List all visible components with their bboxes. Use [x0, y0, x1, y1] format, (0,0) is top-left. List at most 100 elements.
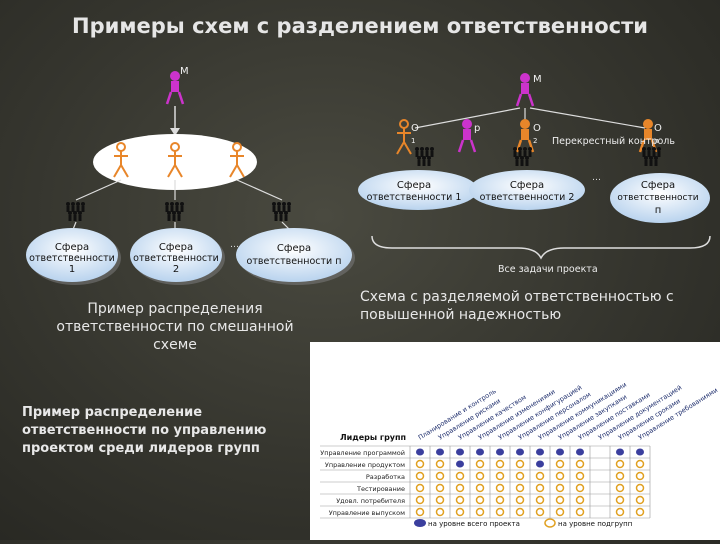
matrix-mark-subgroup	[635, 471, 645, 481]
officer-sub: 2	[533, 137, 537, 145]
right-diagram: М О 1 р О 2 О п Перекрестный контроль … …	[358, 71, 711, 275]
matrix-mark-subgroup	[455, 507, 465, 517]
sphere-2-line2: ответственности	[133, 253, 219, 264]
sphere-2	[130, 228, 222, 282]
sphere-1-line1: Сфера	[397, 180, 431, 191]
matrix-mark-subgroup	[415, 507, 425, 517]
matrix-mark-subgroup	[555, 507, 565, 517]
matrix-mark-project	[436, 448, 444, 456]
matrix-mark-subgroup	[435, 471, 445, 481]
sphere-n-line3: п	[655, 205, 662, 216]
matrix-mark-subgroup	[575, 507, 585, 517]
matrix-mark-subgroup	[435, 459, 445, 469]
matrix-row-label: Управление продуктом	[325, 461, 405, 469]
sphere-1-line2: ответственности	[29, 253, 115, 264]
team-group-icon	[66, 202, 85, 221]
matrix-mark-subgroup	[495, 471, 505, 481]
sphere-n	[236, 228, 352, 282]
matrix-row-label: Управление программой	[320, 449, 405, 457]
matrix-mark-subgroup	[495, 507, 505, 517]
matrix-row-label: Разработка	[366, 473, 405, 481]
sphere-2-line1: Сфера	[510, 180, 544, 191]
matrix-mark-project	[616, 448, 624, 456]
matrix-mark-subgroup	[475, 471, 485, 481]
matrix-row-label: Управление выпуском	[329, 509, 405, 517]
matrix-mark-subgroup	[415, 459, 425, 469]
matrix-mark-subgroup	[515, 507, 525, 517]
matrix-legend: на уровне всего проекта на уровне подгру…	[414, 518, 632, 528]
matrix-mark-subgroup	[455, 495, 465, 505]
matrix-mark-subgroup	[455, 471, 465, 481]
page-title: Примеры схем с разделением ответственнос…	[72, 14, 648, 38]
manager-label: М	[180, 66, 189, 77]
matrix-mark-project	[476, 448, 484, 456]
sphere-2-line2: ответственности 2	[480, 192, 575, 203]
matrix-mark-subgroup	[555, 459, 565, 469]
matrix-mark-project	[636, 448, 644, 456]
matrix-mark-subgroup	[535, 483, 545, 493]
matrix-mark-subgroup	[535, 471, 545, 481]
sphere-1-line1: Сфера	[55, 242, 89, 253]
sphere-2	[469, 170, 585, 210]
team-group-icon	[415, 147, 434, 166]
sphere-2-line1: Сфера	[159, 242, 193, 253]
legend-subgroup-marker	[544, 518, 556, 528]
matrix-mark-subgroup	[575, 495, 585, 505]
matrix-mark-subgroup	[555, 483, 565, 493]
matrix-mark-subgroup	[535, 507, 545, 517]
sphere-1	[26, 228, 118, 282]
matrix-mark-subgroup	[495, 483, 505, 493]
matrix-mark-subgroup	[615, 471, 625, 481]
ellipsis: …	[592, 173, 601, 183]
matrix-header-label: Лидеры групп	[340, 433, 406, 442]
officer-label: О	[411, 123, 419, 134]
matrix-mark-subgroup	[575, 483, 585, 493]
matrix-mark-subgroup	[515, 459, 525, 469]
matrix-mark-subgroup	[475, 507, 485, 517]
right-caption: Схема с разделяемой ответственностью с п…	[360, 289, 674, 323]
matrix-mark-project	[576, 448, 584, 456]
matrix-mark-subgroup	[515, 495, 525, 505]
team-group-icon	[642, 147, 661, 166]
brace	[371, 235, 711, 260]
matrix-mark-project	[416, 448, 424, 456]
matrix-mark-subgroup	[495, 459, 505, 469]
matrix-mark-subgroup	[535, 495, 545, 505]
matrix-mark-subgroup	[615, 507, 625, 517]
matrix-mark-subgroup	[415, 483, 425, 493]
officer-sub: 1	[411, 137, 415, 145]
left-diagram: М Сфера ответственности 1 Сфера ответств…	[26, 66, 355, 285]
team-group-icon	[165, 202, 184, 221]
legend-project-label: на уровне всего проекта	[428, 520, 520, 528]
matrix-svg: Лидеры групп Планирование и контрольУпра…	[320, 381, 719, 528]
matrix-row-label: Удовл. потребителя	[336, 497, 405, 505]
matrix-mark-project	[536, 448, 544, 456]
matrix-mark-subgroup	[475, 495, 485, 505]
legend-project-marker	[414, 519, 426, 527]
matrix-row-label: Тестирование	[356, 485, 405, 493]
ellipsis: …	[230, 240, 239, 250]
matrix-mark-subgroup	[435, 507, 445, 517]
matrix-mark-subgroup	[575, 459, 585, 469]
bottom-caption: Пример распределение ответственности по …	[22, 405, 267, 456]
team-group-icon	[272, 202, 291, 221]
matrix-mark-subgroup	[635, 483, 645, 493]
matrix-mark-subgroup	[575, 471, 585, 481]
matrix-mark-subgroup	[615, 495, 625, 505]
sphere-2-line3: 2	[173, 264, 179, 275]
team-group-icon	[513, 147, 532, 166]
controller-figure-icon	[457, 117, 477, 154]
cross-control-label: Перекрестный контроль	[552, 136, 675, 147]
sphere-n-line1: Сфера	[277, 243, 311, 254]
sphere-1-line3: 1	[69, 264, 75, 275]
matrix-mark-project	[536, 460, 544, 468]
matrix-mark-subgroup	[635, 507, 645, 517]
matrix-mark-subgroup	[415, 471, 425, 481]
matrix-mark-subgroup	[615, 459, 625, 469]
matrix-mark-project	[496, 448, 504, 456]
officer-label: р	[474, 123, 480, 134]
matrix-mark-subgroup	[435, 483, 445, 493]
matrix-mark-subgroup	[515, 483, 525, 493]
sphere-n-line2: ответственности	[617, 193, 698, 203]
